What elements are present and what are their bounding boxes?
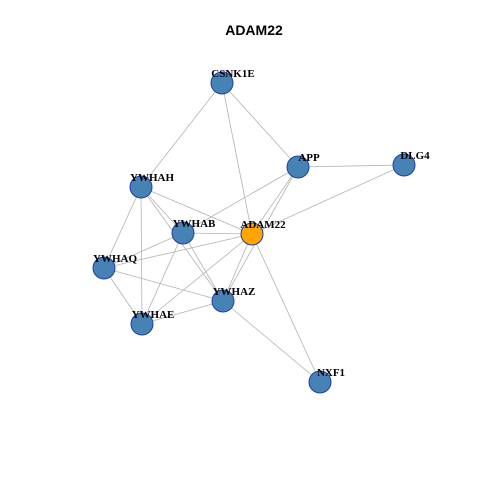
edge-ywhaq-ywhaz xyxy=(103,267,224,302)
edge-adam22-ywhaz xyxy=(222,233,253,302)
node-circle xyxy=(210,71,234,95)
edge-ywhab-ywhae xyxy=(141,232,184,325)
edge-ywhab-adam22 xyxy=(182,232,253,235)
edge-csnk1e-adam22 xyxy=(221,82,253,235)
node-label: CSNK1E xyxy=(211,68,254,80)
node-ywhaq: YWHAQ xyxy=(92,253,137,280)
node-circle xyxy=(130,312,154,336)
node-label: YWHAE xyxy=(132,309,175,321)
node-ywhah: YWHAH xyxy=(129,172,174,199)
node-circle xyxy=(308,370,332,394)
node-circle xyxy=(92,256,116,280)
diagram-title: ADAM22 xyxy=(225,22,283,38)
edge-adam22-ywhaq xyxy=(103,233,253,269)
edge-app-adam22 xyxy=(251,166,299,235)
node-circle xyxy=(286,155,310,179)
edge-ywhah-ywhaq xyxy=(103,186,142,269)
edge-dlg4-adam22 xyxy=(251,164,405,235)
node-circle xyxy=(171,221,195,245)
node-circle xyxy=(211,289,235,313)
node-label: YWHAQ xyxy=(93,253,137,265)
edge-csnk1e-ywhah xyxy=(140,82,223,188)
edge-ywhab-ywhaq xyxy=(103,232,184,269)
node-app: APP xyxy=(286,152,320,179)
node-dlg4: DLG4 xyxy=(392,150,430,177)
node-ywhab: YWHAB xyxy=(171,218,216,245)
node-adam22: ADAM22 xyxy=(240,219,286,246)
edge-ywhaz-nxf1 xyxy=(222,300,321,383)
node-csnk1e: CSNK1E xyxy=(210,68,255,95)
edge-app-dlg4 xyxy=(297,164,405,168)
edge-adam22-nxf1 xyxy=(251,233,321,383)
node-ywhae: YWHAE xyxy=(130,309,175,336)
edge-ywhab-ywhaz xyxy=(182,232,224,302)
node-label: YWHAZ xyxy=(213,286,256,298)
node-ywhaz: YWHAZ xyxy=(211,286,256,313)
edge-ywhaz-ywhae xyxy=(141,300,224,325)
node-label: DLG4 xyxy=(400,150,430,162)
node-circle xyxy=(392,153,416,177)
node-label: NXF1 xyxy=(317,367,345,379)
node-label: YWHAB xyxy=(173,218,216,230)
edge-app-ywhab xyxy=(182,166,299,234)
edge-adam22-ywhae xyxy=(141,233,253,325)
edge-csnk1e-app xyxy=(221,82,299,168)
edge-ywhah-ywhae xyxy=(140,186,143,325)
edge-ywhah-adam22 xyxy=(140,186,253,235)
node-circle xyxy=(240,222,264,246)
node-label: APP xyxy=(298,152,320,164)
node-label: YWHAH xyxy=(130,172,174,184)
node-label: ADAM22 xyxy=(240,219,286,231)
node-nxf1: NXF1 xyxy=(308,367,345,394)
node-circle xyxy=(129,175,153,199)
